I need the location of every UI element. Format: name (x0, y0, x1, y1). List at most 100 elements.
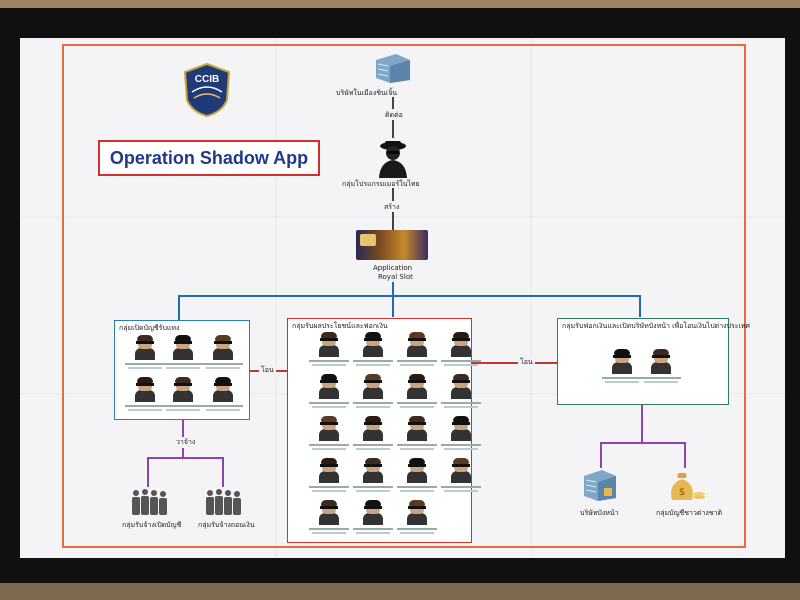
connector (178, 295, 180, 320)
poster-frame (62, 44, 746, 548)
photo-caption (356, 364, 390, 366)
bottom-right-label-1: บริษัทบังหน้า (580, 509, 619, 517)
connector (392, 97, 394, 109)
photo-caption (312, 364, 346, 366)
photo-caption (309, 402, 349, 404)
connector (147, 457, 149, 487)
building-icon (584, 470, 616, 501)
photo-caption (309, 444, 349, 446)
edge-label-contact: ติดต่อ (385, 111, 403, 119)
suspect-photo (134, 377, 156, 402)
photo-caption (356, 406, 390, 408)
photo-caption (397, 486, 437, 488)
suspect-photo (362, 500, 384, 525)
money-bag-icon: $ (671, 472, 705, 500)
photo-caption (400, 406, 434, 408)
people-group-icon (132, 489, 167, 515)
connector (684, 442, 686, 468)
photo-caption (602, 377, 642, 379)
photo-caption (128, 367, 162, 369)
suspect-photo (212, 377, 234, 402)
photo-caption (400, 490, 434, 492)
suspect-photo (450, 374, 472, 399)
photo-caption (441, 402, 481, 404)
photo-caption (166, 409, 200, 411)
connector (178, 295, 640, 297)
photo-caption (400, 532, 434, 534)
photo-caption (441, 486, 481, 488)
right-group-label: กลุ่มรับฟอกเงินและเปิดบริษัทบังหน้า เพื่… (562, 322, 750, 330)
building-icon (376, 54, 410, 83)
connector (222, 457, 224, 487)
suspect-photo (406, 416, 428, 441)
photo-caption (400, 364, 434, 366)
suspect-photo (406, 500, 428, 525)
suspect-photo (318, 416, 340, 441)
suspect-photo (406, 332, 428, 357)
suspect-photo (450, 458, 472, 483)
people-group-icon (206, 489, 241, 515)
connector (392, 282, 394, 295)
suspect-photo (212, 335, 234, 360)
photo-caption (125, 363, 165, 365)
suspect-photo (318, 458, 340, 483)
photo-caption (441, 360, 481, 362)
suspect-photo (450, 332, 472, 357)
svg-text:$: $ (679, 487, 685, 498)
transfer-label: โอน (259, 365, 276, 376)
photo-caption (312, 532, 346, 534)
suspect-photo (406, 458, 428, 483)
photo-caption (444, 448, 478, 450)
photo-caption (163, 363, 203, 365)
photo-caption (312, 490, 346, 492)
photo-caption (400, 448, 434, 450)
right-group-box: กลุ่มรับฟอกเงินและเปิดบริษัทบังหน้า เพื่… (557, 318, 750, 405)
transfer-arrow (472, 362, 557, 364)
photo-caption (353, 360, 393, 362)
photo-caption (203, 363, 243, 365)
connector (600, 442, 602, 468)
ccib-logo-icon: CCIB (183, 62, 231, 118)
photo-caption (309, 528, 349, 530)
suspect-photo (134, 335, 156, 360)
slot-app-logo (360, 234, 376, 246)
photo-caption (206, 367, 240, 369)
hacker-icon (379, 141, 407, 178)
photo-caption (444, 490, 478, 492)
suspect-photo (362, 332, 384, 357)
suspect-photo (650, 349, 672, 374)
photo-caption (605, 381, 639, 383)
photo-caption (444, 364, 478, 366)
suspect-photo (362, 416, 384, 441)
connector (639, 295, 641, 317)
photo-caption (206, 409, 240, 411)
transfer-label: โอน (518, 357, 535, 368)
photo-caption (444, 406, 478, 408)
connector (600, 442, 685, 444)
photo-caption (163, 405, 203, 407)
photo-caption (166, 367, 200, 369)
photo-caption (356, 448, 390, 450)
suspect-photo (318, 500, 340, 525)
app-label-line1: Application (373, 264, 413, 272)
edge-label-hire: วาจ้าง (176, 437, 196, 448)
app-label-line2: Royal Slot (378, 273, 413, 281)
photo-caption (353, 528, 393, 530)
photo-caption (312, 406, 346, 408)
photo-caption (356, 490, 390, 492)
suspect-photo (172, 335, 194, 360)
suspect-photo (362, 374, 384, 399)
connector (392, 212, 394, 230)
photo-caption (125, 405, 165, 407)
suspect-photo (406, 374, 428, 399)
bottom-right-label-2: กลุ่มบัญชีชาวต่างชาติ (656, 509, 723, 517)
suspect-photo (172, 377, 194, 402)
logo-text: CCIB (195, 74, 219, 85)
photo-caption (353, 402, 393, 404)
photo-caption (353, 486, 393, 488)
photo-caption (641, 377, 681, 379)
mid-node-label: กลุ่มโปรแกรมเมอร์ในไทย (342, 180, 420, 188)
photo-caption (397, 402, 437, 404)
center-group-label: กลุ่มรับผลประโยชน์และฟอกเงิน (292, 322, 388, 330)
photo-caption (397, 360, 437, 362)
